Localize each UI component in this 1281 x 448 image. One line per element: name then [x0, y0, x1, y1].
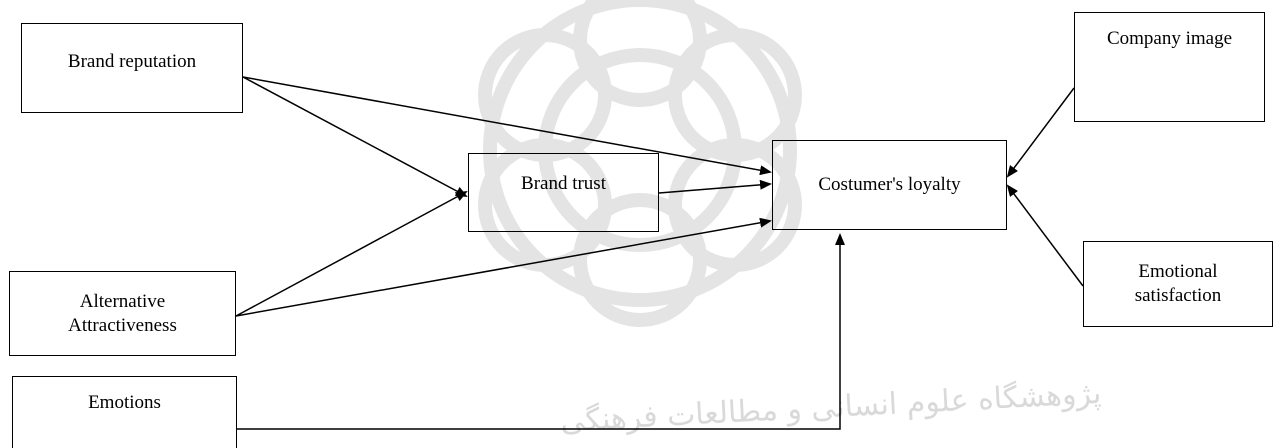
node-label: Costumer's loyalty	[818, 174, 961, 196]
node-brand-reputation: Brand reputation	[21, 23, 243, 113]
node-label-line1: Emotional	[1138, 261, 1218, 283]
node-costumers-loyalty: Costumer's loyalty	[772, 140, 1007, 230]
node-label: Brand reputation	[67, 51, 197, 72]
node-label: Emotions	[88, 392, 161, 413]
edge-emotions-to-loyalty	[237, 233, 845, 430]
edge-brand-reputation-to-loyalty	[242, 76, 772, 176]
edge-alternative-to-loyalty	[235, 217, 772, 317]
edge-company-image-to-loyalty	[1006, 87, 1075, 178]
edge-brand-trust-to-loyalty	[658, 179, 772, 194]
node-label-line2: satisfaction	[1134, 285, 1222, 306]
node-alternative-attractiveness: Alternative Attractiveness	[9, 271, 236, 356]
node-label: Company image	[1106, 28, 1233, 49]
node-company-image: Company image	[1074, 12, 1265, 122]
edge-emotional-satisfaction-to-loyalty	[1006, 184, 1084, 287]
node-emotional-satisfaction: Emotional satisfaction	[1083, 241, 1273, 327]
node-emotions: Emotions	[12, 376, 237, 448]
node-label-line2: Attractiveness	[68, 314, 177, 336]
node-brand-trust: Brand trust	[468, 153, 659, 232]
edge-alternative-to-brand-trust	[235, 191, 468, 317]
edge-brand-reputation-to-brand-trust	[242, 76, 468, 197]
node-label: Brand trust	[521, 173, 606, 194]
node-label-line1: Alternative	[79, 290, 166, 312]
